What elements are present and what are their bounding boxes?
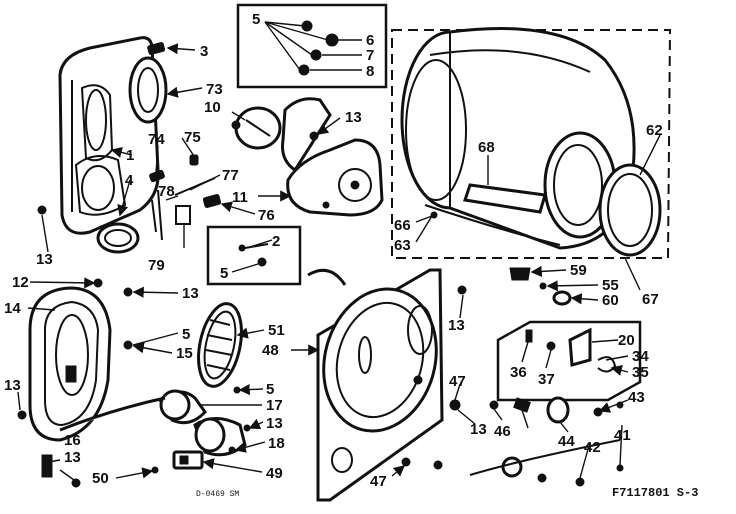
callout-60: 60 xyxy=(602,292,619,309)
callout-73: 73 xyxy=(206,81,223,98)
motor-mount-bracket xyxy=(41,450,204,488)
callout-20: 20 xyxy=(618,332,635,349)
callout-79: 79 xyxy=(148,257,165,274)
callout-37: 37 xyxy=(538,371,555,388)
drive-belt-strand xyxy=(59,396,166,432)
callout-18: 18 xyxy=(268,435,285,452)
drum-assembly-box xyxy=(391,29,672,259)
callout-12: 12 xyxy=(12,274,29,291)
callout-35: 35 xyxy=(632,364,649,381)
door-ring xyxy=(96,222,140,254)
callout-13-c: 13 xyxy=(182,285,199,302)
callout-1: 1 xyxy=(126,147,134,164)
callout-49: 49 xyxy=(266,465,283,482)
callout-62: 62 xyxy=(646,122,663,139)
callout-11: 11 xyxy=(232,189,248,206)
callout-14: 14 xyxy=(4,300,21,317)
inset-box-right xyxy=(496,320,642,402)
callout-43: 43 xyxy=(628,389,645,406)
leader-lines xyxy=(17,21,661,481)
callout-51: 51 xyxy=(268,322,285,339)
callout-8: 8 xyxy=(366,63,374,80)
callout-59: 59 xyxy=(570,262,587,279)
callout-labels: 1 2 3 4 5 5 5 5 6 7 8 10 11 12 13 13 13 … xyxy=(4,11,663,490)
callout-16: 16 xyxy=(64,432,81,449)
callout-47-b: 47 xyxy=(370,473,387,490)
callout-48: 48 xyxy=(262,342,279,359)
callout-13-a: 13 xyxy=(36,251,53,268)
lint-filter xyxy=(197,302,243,394)
callout-2: 2 xyxy=(272,233,280,250)
callout-36: 36 xyxy=(510,364,527,381)
callout-41: 41 xyxy=(614,427,631,444)
callout-13-d: 13 xyxy=(448,317,465,334)
rear-bulkhead xyxy=(307,268,467,502)
toe-panel xyxy=(17,278,133,442)
callout-5-lower: 5 xyxy=(266,381,274,398)
diagram-caption: F7117801 S-3 xyxy=(612,486,698,500)
belt-loop xyxy=(307,268,347,286)
idler-pulley xyxy=(158,389,207,425)
motor-pulley xyxy=(193,417,251,457)
moisture-sensor xyxy=(509,267,572,306)
callout-15: 15 xyxy=(176,345,193,362)
callout-13-f: 13 xyxy=(266,415,283,432)
callout-47-a: 47 xyxy=(449,373,466,390)
callout-13-h: 13 xyxy=(470,421,487,438)
rear-bearing-housing xyxy=(231,97,332,173)
callout-44: 44 xyxy=(558,433,575,450)
callout-13-b: 13 xyxy=(345,109,362,126)
callout-17: 17 xyxy=(266,397,283,414)
door-switch-hardware xyxy=(149,154,222,241)
blower-housing xyxy=(286,138,384,217)
callout-55: 55 xyxy=(602,277,619,294)
callout-13-e: 13 xyxy=(4,377,21,394)
callout-67: 67 xyxy=(642,291,659,308)
callout-7: 7 xyxy=(366,47,374,64)
dryer-drum xyxy=(400,27,636,250)
callout-10: 10 xyxy=(204,99,221,116)
door-seal xyxy=(128,56,168,124)
callout-6: 6 xyxy=(366,32,374,49)
callout-3: 3 xyxy=(200,43,208,60)
inset-box-top xyxy=(236,3,388,89)
callout-50: 50 xyxy=(92,470,109,487)
callout-75: 75 xyxy=(184,129,201,146)
callout-5-box: 5 xyxy=(220,265,228,282)
inset-box-middle xyxy=(206,225,302,286)
lower-hardware xyxy=(401,396,624,487)
callout-68: 68 xyxy=(478,139,495,156)
small-mark: D-0469 SM xyxy=(196,490,239,499)
callout-5-front: 5 xyxy=(182,326,190,343)
callout-13-g: 13 xyxy=(64,449,81,466)
drum-seal-ring xyxy=(598,163,662,257)
hinge-clip xyxy=(147,42,166,55)
callout-63: 63 xyxy=(394,237,411,254)
callout-4: 4 xyxy=(125,172,134,189)
callout-74: 74 xyxy=(148,131,165,148)
callout-34: 34 xyxy=(632,348,649,365)
callout-78: 78 xyxy=(158,183,175,200)
callout-42: 42 xyxy=(584,439,601,456)
callout-66: 66 xyxy=(394,217,411,234)
callout-76: 76 xyxy=(258,207,275,224)
callout-46: 46 xyxy=(494,423,511,440)
callout-5-top: 5 xyxy=(252,11,260,28)
callout-77: 77 xyxy=(222,167,239,184)
